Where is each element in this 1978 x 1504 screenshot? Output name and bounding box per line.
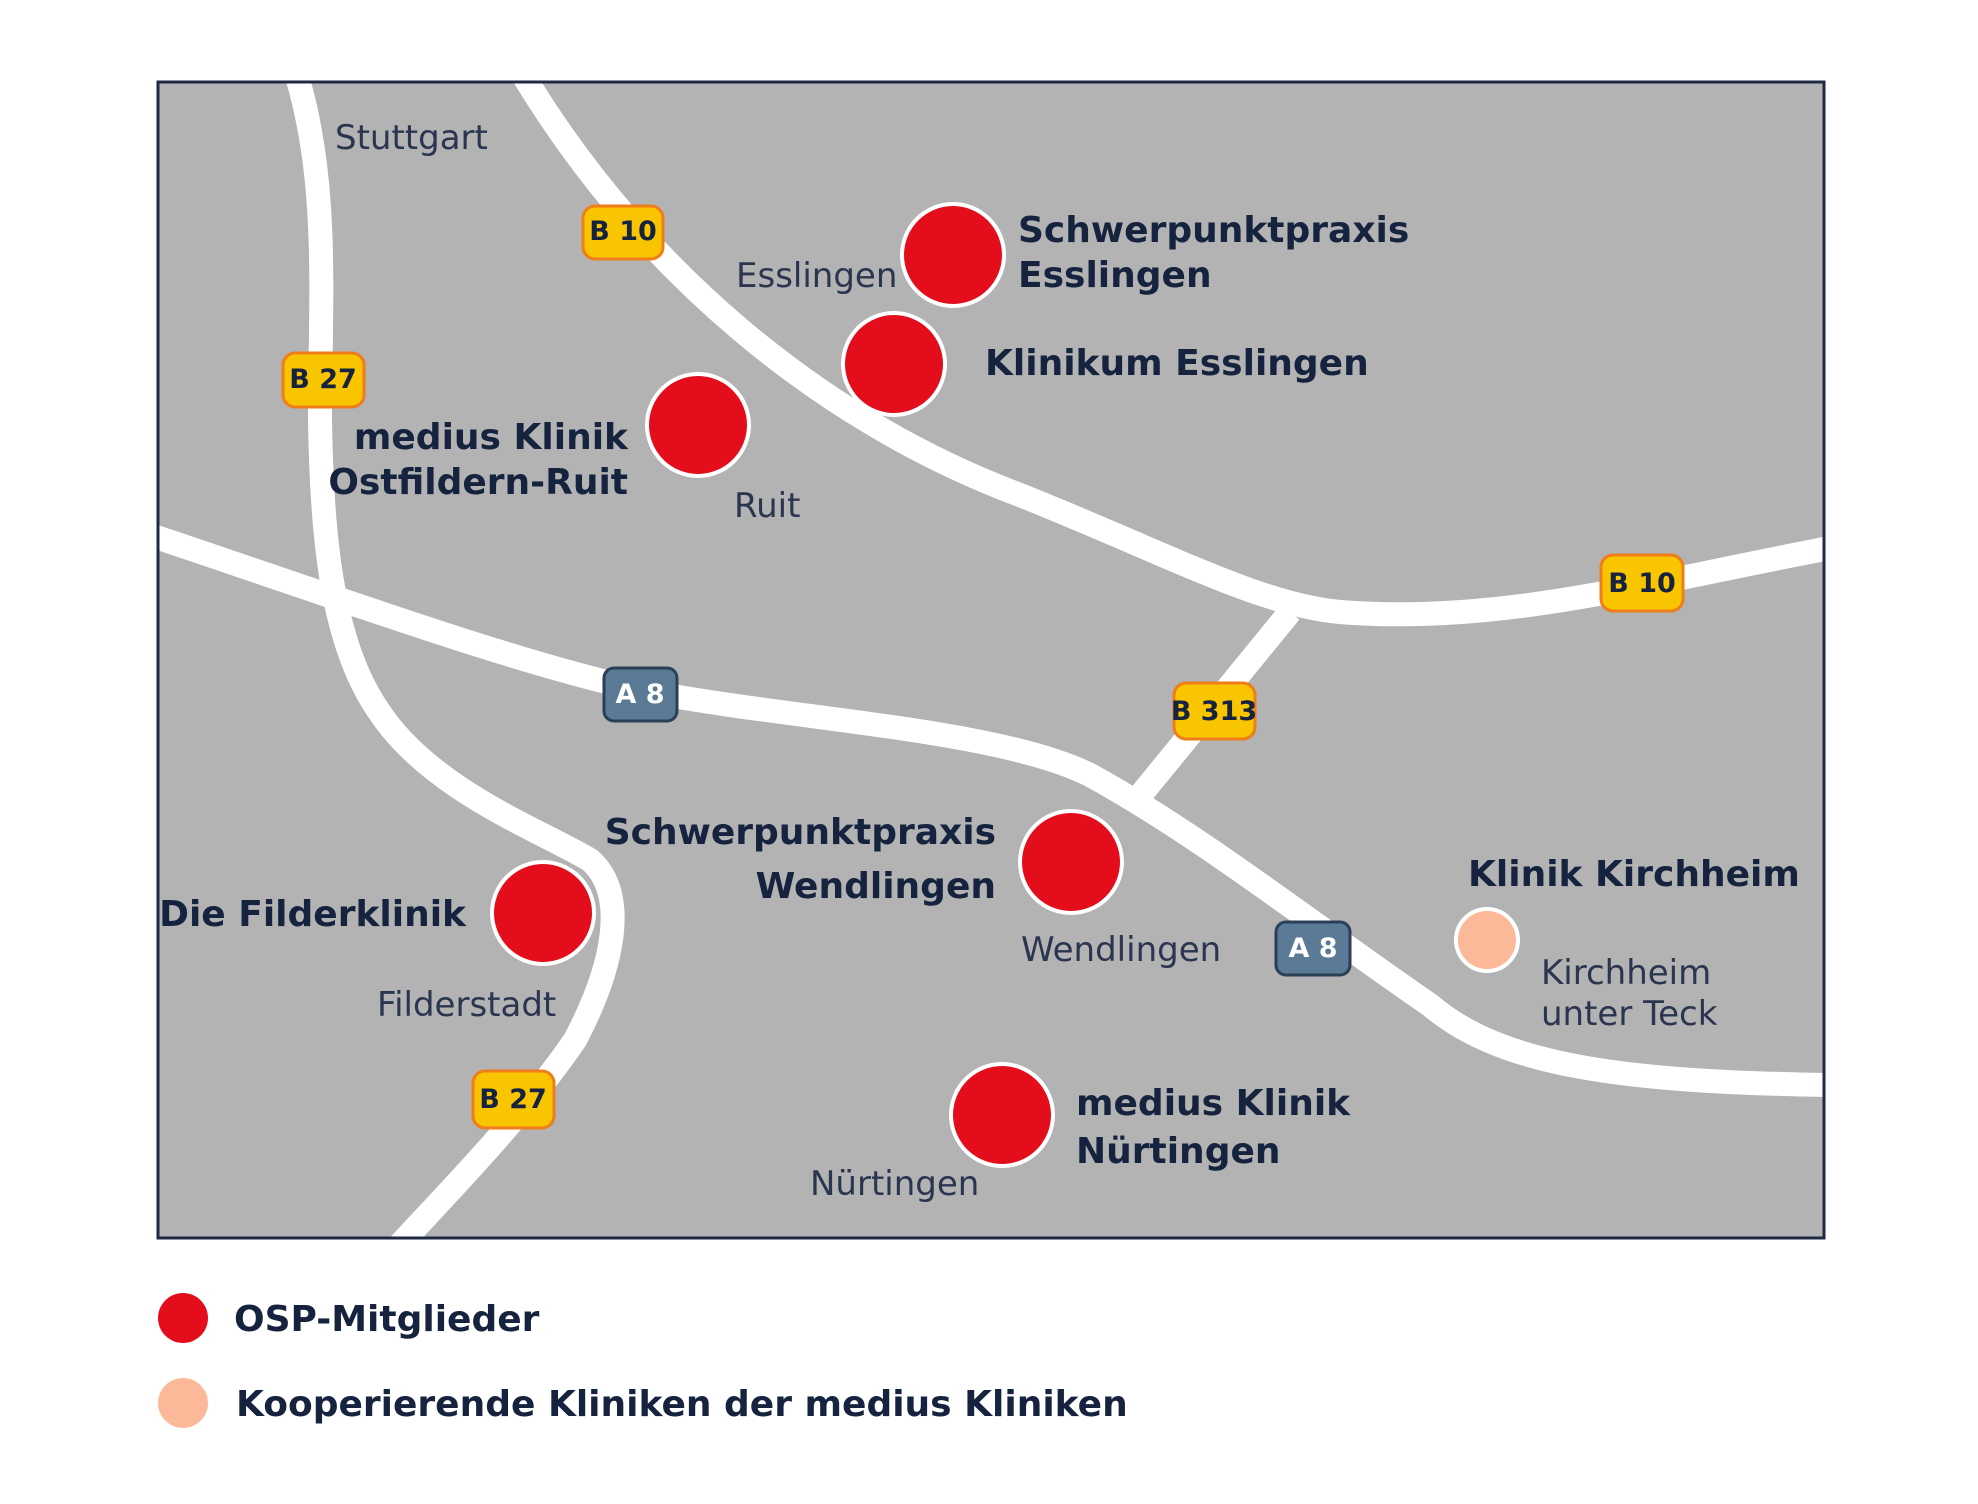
road-network xyxy=(158,82,1824,1238)
marker-klinik-kirchheim[interactable] xyxy=(1454,907,1520,973)
clinic-label-schwerpunktpraxis-esslingen-line2: Esslingen xyxy=(1018,255,1212,296)
city-label-ruit: Ruit xyxy=(734,486,800,526)
road-b10 xyxy=(513,82,1824,627)
marker-die-filderklinik[interactable] xyxy=(490,860,596,966)
road-b27 xyxy=(286,82,625,1238)
city-label-kirchheim-line1: Kirchheim xyxy=(1541,953,1711,993)
marker-schwerpunktpraxis-wendlingen[interactable] xyxy=(1018,809,1124,915)
city-label-stuttgart: Stuttgart xyxy=(335,118,488,158)
marker-medius-klinik-ostfildern-ruit[interactable] xyxy=(645,372,751,478)
legend-cooperating-label: Kooperierende Kliniken der medius Klinik… xyxy=(236,1384,1128,1425)
b10-top-badge: B 10 xyxy=(581,204,665,261)
a8-left-badge: A 8 xyxy=(602,666,679,723)
b27-bottom-badge: B 27 xyxy=(471,1069,556,1130)
clinic-label-die-filderklinik: Die Filderklinik xyxy=(159,894,467,935)
legend-osp-member-swatch xyxy=(158,1293,208,1343)
clinic-label-schwerpunktpraxis-wendlingen-line1: Schwerpunktpraxis xyxy=(605,812,996,853)
b313-label: B 313 xyxy=(1171,696,1257,727)
legend-cooperating-swatch xyxy=(158,1378,208,1428)
marker-medius-klinik-nuertingen[interactable] xyxy=(949,1062,1055,1168)
b10-right-badge: B 10 xyxy=(1599,553,1685,613)
city-label-wendlingen: Wendlingen xyxy=(1021,930,1221,970)
b27-top-badge: B 27 xyxy=(281,351,366,409)
clinic-label-medius-ruit-line2: Ostfildern-Ruit xyxy=(328,462,628,503)
city-label-nuertingen: Nürtingen xyxy=(810,1164,979,1204)
a8-left-label: A 8 xyxy=(615,679,664,710)
clinic-label-medius-ruit-line1: medius Klinik xyxy=(354,417,629,458)
b10-top-label: B 10 xyxy=(589,216,657,247)
b27-bottom-label: B 27 xyxy=(479,1084,547,1115)
clinic-label-klinik-kirchheim: Klinik Kirchheim xyxy=(1468,854,1800,895)
marker-schwerpunktpraxis-esslingen[interactable] xyxy=(900,202,1006,308)
clinic-label-schwerpunktpraxis-esslingen-line1: Schwerpunktpraxis xyxy=(1018,210,1409,251)
b27-top-label: B 27 xyxy=(289,364,357,395)
b10-right-label: B 10 xyxy=(1608,568,1676,599)
clinic-markers xyxy=(490,202,1520,1168)
a8-right-badge: A 8 xyxy=(1274,920,1352,977)
city-label-filderstadt: Filderstadt xyxy=(377,985,556,1025)
legend: OSP-Mitglieder Kooperierende Kliniken de… xyxy=(158,1293,1128,1428)
city-label-esslingen: Esslingen xyxy=(736,256,897,296)
city-label-kirchheim-line2: unter Teck xyxy=(1541,994,1718,1034)
road-a8 xyxy=(158,525,1824,1097)
clinic-label-medius-nuertingen-line1: medius Klinik xyxy=(1076,1083,1351,1124)
clinic-label-klinikum-esslingen: Klinikum Esslingen xyxy=(985,343,1369,384)
clinic-label-medius-nuertingen-line2: Nürtingen xyxy=(1076,1131,1281,1172)
legend-osp-members-label: OSP-Mitglieder xyxy=(234,1299,540,1340)
map-frame xyxy=(156,80,1826,1240)
marker-klinikum-esslingen[interactable] xyxy=(841,311,947,417)
b313-badge: B 313 xyxy=(1171,681,1257,741)
a8-right-label: A 8 xyxy=(1288,933,1337,964)
clinic-label-schwerpunktpraxis-wendlingen-line2: Wendlingen xyxy=(756,866,996,907)
